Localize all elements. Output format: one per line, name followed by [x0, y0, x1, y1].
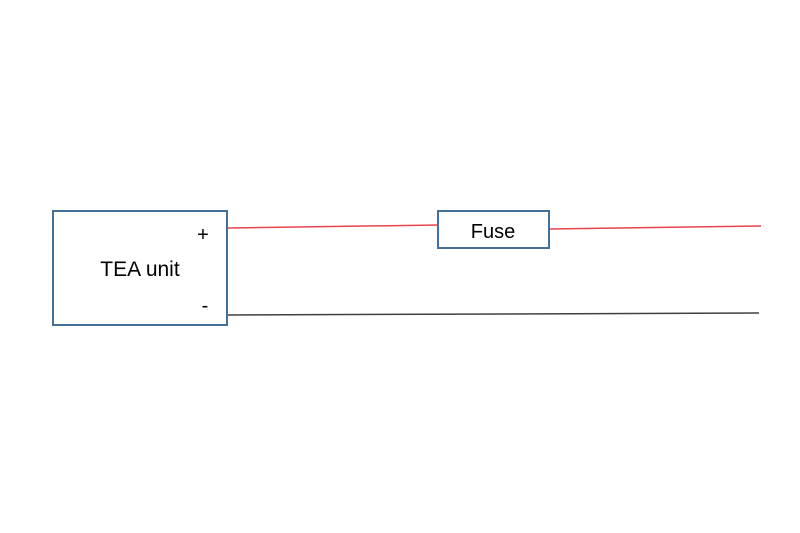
- tea-unit-label: TEA unit: [100, 258, 180, 281]
- tea-unit-box: [52, 210, 228, 326]
- negative-terminal-label: -: [202, 295, 209, 317]
- positive-wire-from-fuse: [549, 225, 762, 230]
- fuse-box: [437, 210, 550, 249]
- fuse-label: Fuse: [471, 221, 515, 243]
- positive-wire-to-fuse: [227, 224, 439, 229]
- negative-wire: [227, 312, 760, 316]
- positive-terminal-label: +: [197, 224, 209, 246]
